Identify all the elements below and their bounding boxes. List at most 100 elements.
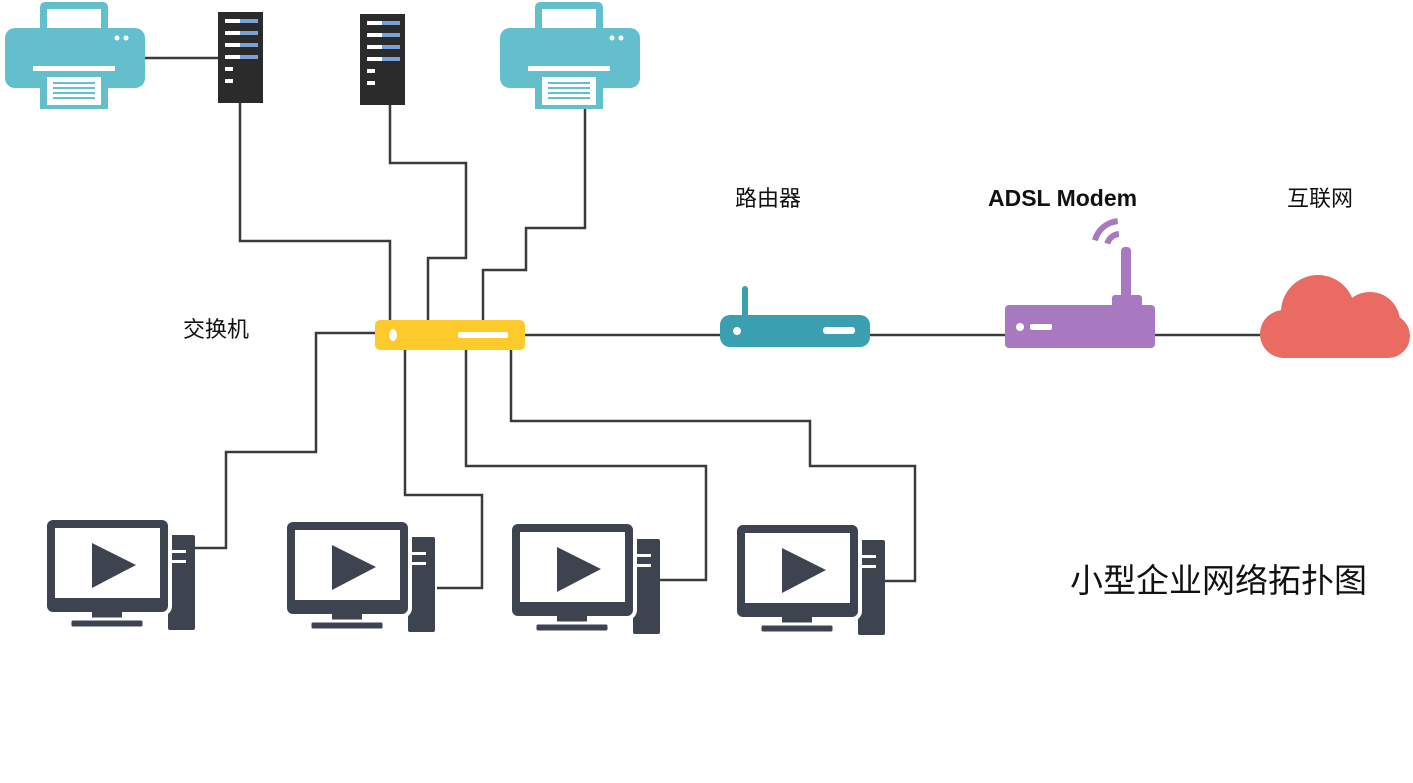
server-led	[382, 21, 400, 25]
link-printer2-switch	[481, 108, 587, 320]
cloud-icon	[1260, 275, 1410, 358]
printer-icon	[5, 2, 145, 109]
server-slot	[225, 79, 233, 83]
server-slot	[367, 33, 382, 37]
server-slot	[367, 21, 382, 25]
printer-text-line	[53, 82, 95, 84]
router-body	[720, 315, 870, 347]
link-server2-switch	[388, 105, 468, 320]
printer-text-line	[53, 92, 95, 94]
monitor-base	[758, 622, 836, 635]
link-switch-computer3	[464, 350, 708, 582]
printer-output-paper	[47, 77, 101, 105]
modem-port-bar	[1030, 324, 1052, 330]
router-icon	[720, 286, 870, 347]
play-icon	[782, 548, 826, 593]
printer-button	[609, 35, 615, 41]
server-led	[382, 33, 400, 37]
tower-drive-line	[412, 552, 426, 555]
wifi-signal-icon	[1092, 218, 1119, 242]
wifi-signal-icon	[1104, 231, 1120, 245]
server-led	[382, 45, 400, 49]
monitor-base	[68, 617, 146, 630]
modem-icon	[1005, 218, 1155, 348]
computer-icon	[508, 520, 660, 634]
server-slot	[225, 31, 240, 35]
printer-button	[114, 35, 120, 41]
modem-body	[1005, 305, 1155, 348]
server-icon	[360, 14, 405, 105]
play-icon	[332, 545, 376, 590]
printer-output-paper	[542, 77, 596, 105]
printer-paper	[47, 9, 101, 29]
tower-drive-line	[637, 564, 651, 567]
modem-indicator	[1016, 323, 1024, 331]
server-slot	[367, 69, 375, 73]
printer-text-line	[548, 92, 590, 94]
printer-paper	[542, 9, 596, 29]
switch-indicator	[389, 329, 397, 341]
link-switch-computer1	[195, 331, 375, 550]
router-antenna	[742, 286, 748, 318]
modem-antenna	[1121, 247, 1131, 299]
link-switch-computer4	[509, 350, 917, 583]
router-indicator	[733, 327, 741, 335]
monitor-base	[308, 619, 386, 632]
link-switch-computer2	[403, 350, 484, 590]
printer-icon	[500, 2, 640, 109]
tower-drive-line	[412, 562, 426, 565]
monitor-neck	[92, 612, 122, 622]
tower-drive-line	[172, 560, 186, 563]
internet-label: 互联网	[1287, 187, 1353, 212]
server-slot	[225, 43, 240, 47]
monitor-neck	[332, 614, 362, 624]
server-icon	[218, 12, 263, 103]
tower-drive-line	[862, 565, 876, 568]
computer-tower	[858, 540, 885, 635]
printer-slot	[33, 66, 115, 71]
server-led	[240, 31, 258, 35]
computer-tower	[168, 535, 195, 630]
tower-drive-line	[862, 555, 876, 558]
server-slot	[225, 67, 233, 71]
printer-button	[123, 35, 129, 41]
router-port-bar	[823, 327, 855, 334]
server-slot	[367, 57, 382, 61]
tower-drive-line	[172, 550, 186, 553]
server-slot	[225, 55, 240, 59]
switch-port-bar	[458, 332, 508, 338]
switch-body	[375, 320, 525, 350]
printer-text-line	[548, 87, 590, 89]
diagram-title: 小型企业网络拓扑图	[1070, 561, 1367, 600]
computer-tower	[408, 537, 435, 632]
play-icon	[557, 547, 601, 592]
router-label: 路由器	[735, 187, 801, 212]
monitor-base	[533, 621, 611, 634]
printer-button	[618, 35, 624, 41]
server-slot	[367, 45, 382, 49]
server-led	[240, 55, 258, 59]
switch-icon	[375, 320, 525, 350]
printer-slot	[528, 66, 610, 71]
printer-text-line	[548, 97, 590, 99]
monitor-neck	[557, 616, 587, 626]
connections	[145, 56, 1262, 590]
switch-label: 交换机	[183, 318, 249, 343]
server-led	[240, 19, 258, 23]
cloud-base	[1284, 320, 1388, 358]
computer-tower	[633, 539, 660, 634]
printer-text-line	[548, 82, 590, 84]
computer-icon	[283, 518, 435, 632]
computer-icon	[43, 516, 195, 630]
computer-icon	[733, 521, 885, 635]
server-led	[240, 43, 258, 47]
printer-text-line	[53, 97, 95, 99]
link-server1-switch	[238, 103, 392, 320]
modem-label: ADSL Modem	[988, 185, 1137, 211]
server-slot	[225, 19, 240, 23]
printer-text-line	[53, 87, 95, 89]
server-slot	[367, 81, 375, 85]
server-led	[382, 57, 400, 61]
monitor-neck	[782, 617, 812, 627]
